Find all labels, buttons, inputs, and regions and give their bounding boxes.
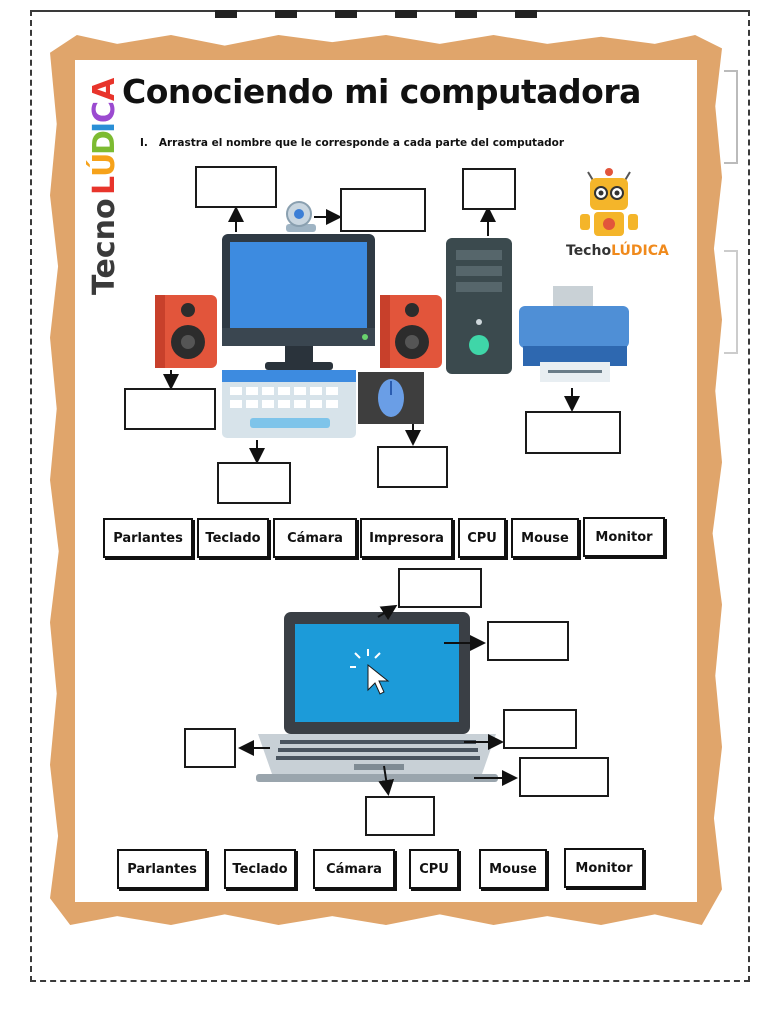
word-chip-label: Impresora: [369, 530, 444, 546]
word-chip[interactable]: Monitor: [564, 848, 644, 888]
svg-text:L: L: [87, 176, 122, 195]
camera-icon: [286, 201, 316, 232]
speaker-icon: [155, 295, 217, 368]
monitor-icon: [222, 234, 375, 370]
robot-brand-part-b: LÚDICA: [611, 243, 669, 259]
cpu-icon: [446, 238, 512, 374]
drop-box-laptop-screen[interactable]: [487, 621, 569, 661]
instruction-number: I.: [140, 137, 148, 149]
speaker-icon: [380, 295, 442, 368]
word-chip[interactable]: Cámara: [273, 518, 357, 558]
drop-box-keyboard[interactable]: [217, 462, 291, 504]
word-chip[interactable]: Parlantes: [103, 518, 193, 558]
word-chip-label: CPU: [467, 530, 497, 546]
page-edge-shadow-lower: [724, 250, 738, 354]
svg-text:I: I: [87, 122, 122, 133]
word-chip-label: Mouse: [489, 861, 537, 877]
instruction-text: I. Arrastra el nombre que le corresponde…: [140, 137, 564, 149]
drop-box-speaker[interactable]: [124, 388, 216, 430]
drop-box-laptop-left[interactable]: [184, 728, 236, 768]
word-chip[interactable]: Parlantes: [117, 849, 207, 889]
drop-box-laptop-keyboard[interactable]: [503, 709, 577, 749]
word-chip[interactable]: Monitor: [583, 517, 665, 557]
word-chip[interactable]: Cámara: [313, 849, 395, 889]
page-title: Conociendo mi computadora: [122, 72, 641, 111]
robot-brand-label: TechoLÚDICA: [566, 243, 669, 259]
word-chip-label: Mouse: [521, 530, 569, 546]
drop-box-laptop-camera[interactable]: [398, 568, 482, 608]
drop-box-camera[interactable]: [340, 188, 426, 232]
printer-icon: [519, 286, 629, 382]
instruction-label: Arrastra el nombre que le corresponde a …: [158, 137, 565, 149]
svg-text:Tecno: Tecno: [87, 198, 122, 295]
mouse-icon: [358, 372, 424, 424]
svg-text:D: D: [87, 130, 122, 155]
word-chip[interactable]: CPU: [409, 849, 459, 889]
word-chip[interactable]: Mouse: [511, 518, 579, 558]
keyboard-icon: [222, 370, 356, 438]
arrows-laptop: [238, 604, 518, 796]
robot-icon: [580, 168, 638, 236]
word-chip[interactable]: Teclado: [197, 518, 269, 558]
page-edge-shadow: [724, 70, 738, 164]
drop-box-laptop-touchpad[interactable]: [365, 796, 435, 836]
word-chip-label: CPU: [419, 861, 449, 877]
word-chip-label: Cámara: [326, 861, 382, 877]
word-chip-label: Monitor: [575, 860, 633, 876]
arrows-desktop: [163, 206, 580, 464]
svg-text:Ú: Ú: [85, 153, 122, 177]
svg-text:C: C: [87, 101, 122, 123]
drop-box-camera-top[interactable]: [195, 166, 277, 208]
cursor-icon: [350, 649, 390, 695]
word-chip[interactable]: Impresora: [360, 518, 453, 558]
drop-box-printer[interactable]: [525, 411, 621, 454]
laptop-icon: [256, 612, 498, 782]
word-chip-label: Teclado: [232, 861, 288, 877]
word-chip[interactable]: Teclado: [224, 849, 296, 889]
drop-box-mouse[interactable]: [377, 446, 448, 488]
drop-box-laptop-speaker[interactable]: [519, 757, 609, 797]
word-chip-label: Parlantes: [127, 861, 197, 877]
worksheet-top-edge: [215, 10, 555, 18]
drop-box-cpu[interactable]: [462, 168, 516, 210]
word-chip[interactable]: CPU: [458, 518, 506, 558]
robot-brand-part-a: Techo: [566, 243, 612, 259]
brand-logo-vertical: Tecno L Ú D I C A: [62, 60, 132, 300]
word-chip-label: Parlantes: [113, 530, 183, 546]
word-chip[interactable]: Mouse: [479, 849, 547, 889]
svg-text:A: A: [87, 77, 122, 101]
word-chip-label: Monitor: [595, 529, 653, 545]
word-chip-label: Cámara: [287, 530, 343, 546]
word-chip-label: Teclado: [205, 530, 261, 546]
